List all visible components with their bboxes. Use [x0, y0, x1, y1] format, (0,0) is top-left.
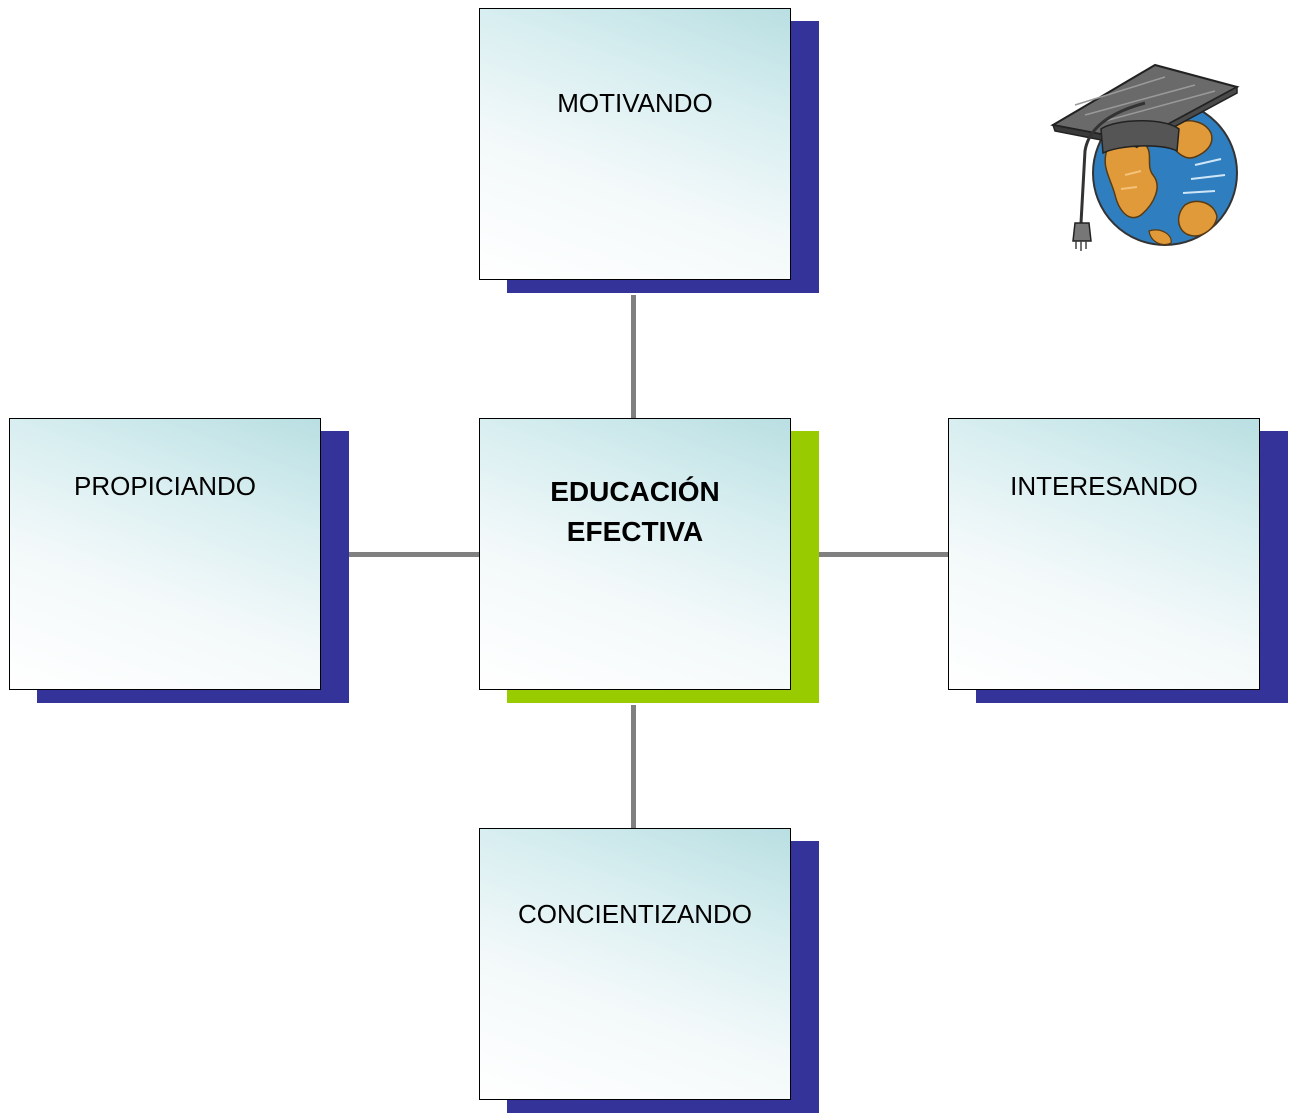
node-label: CONCIENTIZANDO — [518, 899, 752, 929]
connector-bottom — [631, 705, 636, 828]
node-box — [479, 8, 791, 280]
node-motivando: MOTIVANDO — [479, 8, 819, 293]
connector-right — [818, 552, 948, 557]
node-label: INTERESANDO — [1010, 471, 1198, 501]
node-box — [948, 418, 1260, 690]
node-label-line1: EDUCACIÓN — [550, 476, 720, 507]
node-propiciando: PROPICIANDO — [9, 418, 349, 703]
node-box — [479, 828, 791, 1100]
node-concientizando: CONCIENTIZANDO — [479, 828, 819, 1113]
connector-left — [349, 552, 479, 557]
globe-graduation-cap-icon — [1050, 63, 1240, 251]
node-interesando: INTERESANDO — [948, 418, 1288, 703]
connector-top — [631, 295, 636, 418]
node-box — [9, 418, 321, 690]
node-educacion-efectiva: EDUCACIÓN EFECTIVA — [479, 418, 819, 703]
node-label: PROPICIANDO — [73, 471, 257, 501]
node-label-line2: EFECTIVA — [566, 516, 704, 547]
node-box — [479, 418, 791, 690]
node-label: MOTIVANDO — [557, 88, 713, 118]
